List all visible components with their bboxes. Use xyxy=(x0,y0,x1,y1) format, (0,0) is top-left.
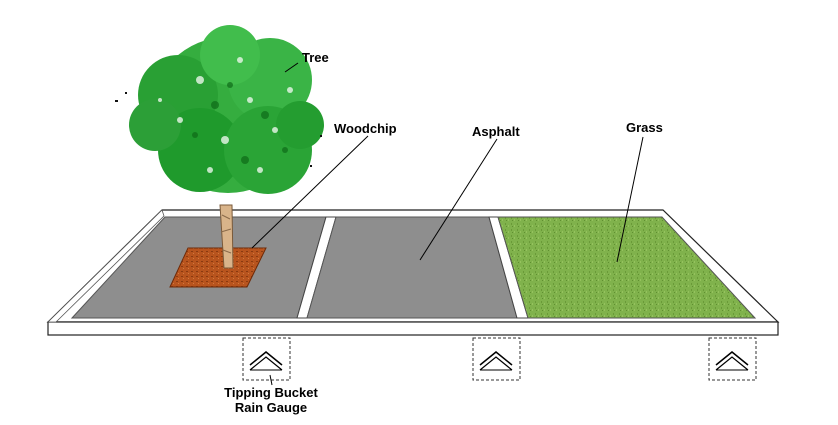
tree-leader xyxy=(284,62,299,73)
grass-bed xyxy=(497,216,757,319)
rain-gauge-label: Tipping Bucket Rain Gauge xyxy=(216,385,326,415)
woodchip-leader xyxy=(251,135,369,249)
asphalt-leader xyxy=(419,138,498,261)
rain-gauge-label-line1: Tipping Bucket xyxy=(224,385,318,400)
rain-gauge-icon xyxy=(708,337,757,381)
asphalt-bed xyxy=(306,216,518,319)
rain-gauge-label-line2: Rain Gauge xyxy=(234,400,308,415)
rain-gauge-icon xyxy=(242,337,291,381)
woodchip-patch xyxy=(169,247,267,288)
tree-label: Tree xyxy=(302,50,329,65)
woodchip-label: Woodchip xyxy=(334,121,397,136)
grass-label: Grass xyxy=(626,120,663,135)
tree-icon xyxy=(115,25,324,269)
grass-leader xyxy=(616,136,644,263)
asphalt-label: Asphalt xyxy=(472,124,520,139)
rain-gauge-icon xyxy=(472,337,521,381)
leader-lines xyxy=(251,62,644,386)
gauge-leader xyxy=(269,374,273,386)
